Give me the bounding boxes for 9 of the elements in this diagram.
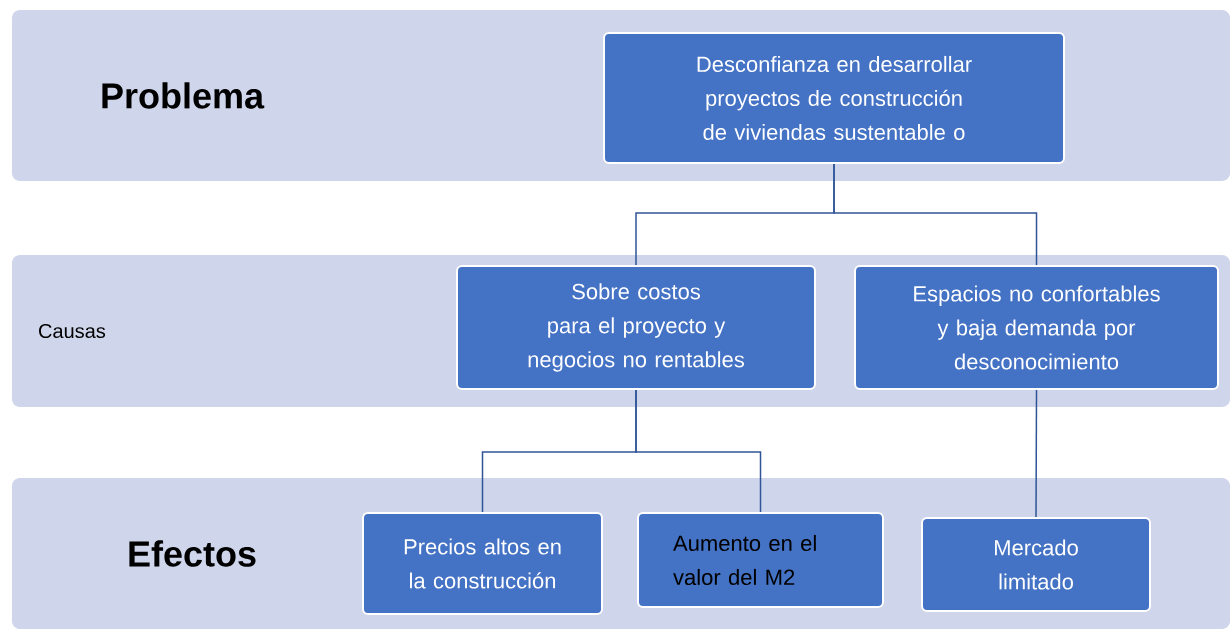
process-box: Precios altos en la construcción — [362, 512, 603, 615]
connector — [635, 389, 762, 513]
connector — [1035, 389, 1038, 518]
process-box: Sobre costos para el proyecto y negocios no rentables — [456, 265, 816, 390]
process-box: Mercado limitado — [921, 517, 1151, 612]
process-box: Espacios no confortables y baja demanda por desconocimiento — [854, 265, 1219, 390]
process-box: Aumento en el valor del M2 — [637, 512, 884, 608]
connector — [833, 163, 1038, 266]
process-box: Desconfianza en desarrollar proyectos de construcción de viviendas sustentable o — [603, 32, 1065, 164]
